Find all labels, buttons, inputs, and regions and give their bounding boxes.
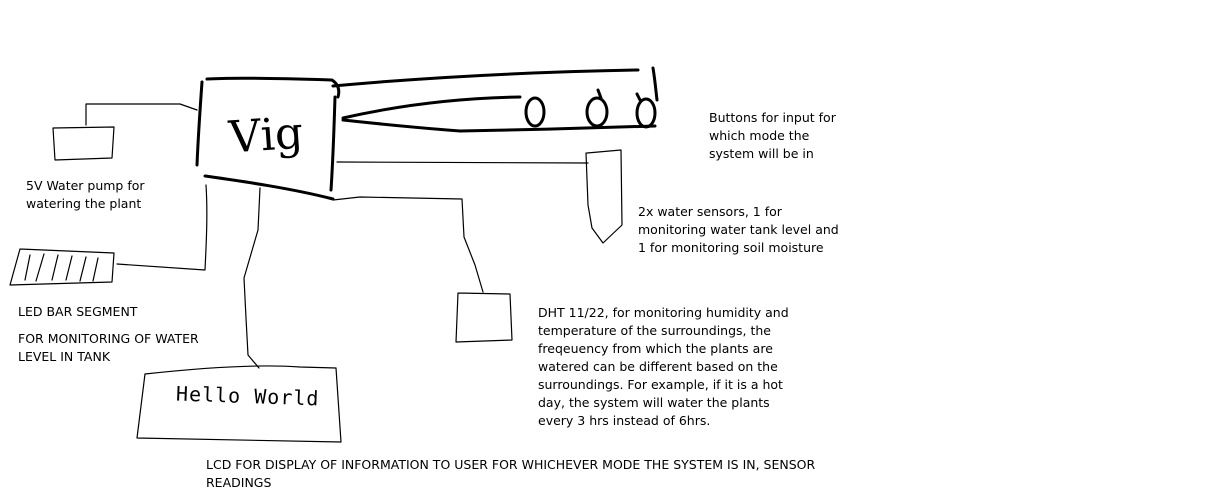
dht-sensor bbox=[455, 292, 513, 343]
mode-button-2 bbox=[585, 96, 609, 128]
wire-led bbox=[116, 184, 208, 271]
mode-button-1 bbox=[524, 96, 546, 128]
led-title: LED BAR SEGMENT bbox=[18, 304, 138, 319]
led-bar-segment bbox=[9, 248, 115, 286]
water-sensors-note: 2x water sensors, 1 for monitoring water… bbox=[638, 204, 839, 255]
controller-label: Vіg bbox=[227, 107, 305, 164]
lcd-display bbox=[136, 365, 342, 443]
lcd-note: LCD FOR DISPLAY OF INFORMATION TO USER F… bbox=[206, 457, 816, 490]
mode-button-3 bbox=[635, 97, 657, 129]
wire-dht bbox=[332, 196, 484, 293]
water-pump bbox=[52, 126, 115, 161]
water-sensor bbox=[585, 149, 623, 244]
buttons-note: Buttons for input for which mode the sys… bbox=[709, 110, 836, 161]
wires bbox=[85, 103, 589, 369]
wire-sensor bbox=[336, 161, 589, 164]
controller-box bbox=[195, 76, 341, 201]
buttons-bar bbox=[331, 66, 659, 133]
lcd-screen-text: Hello World bbox=[175, 381, 320, 411]
wire-lcd bbox=[243, 187, 261, 369]
dht-note: DHT 11/22, for monitoring humidity and t… bbox=[538, 305, 789, 428]
led-note: FOR MONITORING OF WATER LEVEL IN TANK bbox=[18, 331, 199, 364]
pump-note: 5V Water pump for watering the plant bbox=[26, 178, 145, 211]
wire-pump bbox=[85, 103, 198, 126]
